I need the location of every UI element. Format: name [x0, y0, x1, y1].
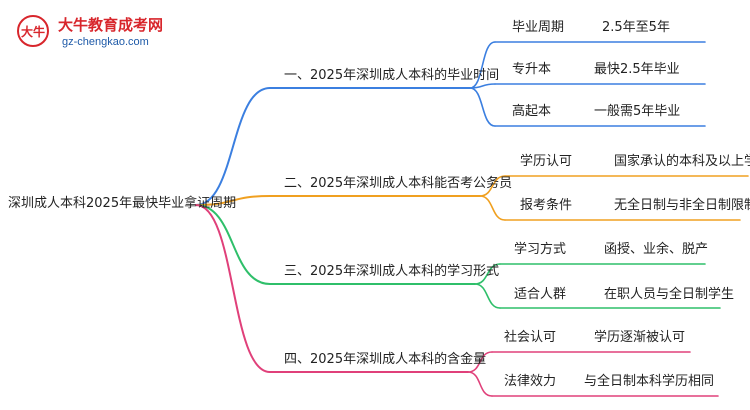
branch-1-connector [195, 87, 271, 206]
branch-1-child-1-connector [469, 41, 496, 89]
branch-4-item-2-value: 与全日制本科学历相同 [584, 374, 715, 389]
branch-3-child-1-connector [474, 263, 501, 285]
branch-2-connector [195, 195, 271, 206]
logo-url: gz-chengkao.com [62, 36, 149, 48]
branch-1-item-1-value: 2.5年至5年 [602, 20, 670, 35]
branch-1-item-3-value: 一般需5年毕业 [594, 104, 681, 119]
branch-4-item-1-key: 社会认可 [504, 330, 557, 345]
branch-1-item-2-key: 专升本 [512, 62, 552, 77]
branch-4-child-2-connector [467, 371, 493, 397]
branch-2-child-2-connector [479, 195, 506, 221]
branch-1-item-2-value: 最快2.5年毕业 [594, 62, 680, 77]
branch-4-connector [195, 204, 271, 373]
branch-2-item-2-key: 报考条件 [520, 198, 573, 213]
branch-1-item-3-key: 高起本 [512, 104, 552, 119]
branch-3-item-1-key: 学习方式 [514, 242, 567, 257]
branch-3-connector [195, 204, 271, 285]
logo-mark-text: 大牛 [21, 24, 45, 39]
root-topic: 深圳成人本科2025年最快毕业拿证周期 [8, 196, 237, 211]
branch-4-child-1-connector [467, 351, 493, 373]
branch-4-label: 四、2025年深圳成人本科的含金量 [284, 352, 487, 367]
branch-3-item-2-value: 在职人员与全日制学生 [604, 287, 735, 302]
branch-4-item-2-key: 法律效力 [504, 374, 557, 389]
branch-3-item-1-value: 函授、业余、脱产 [604, 242, 709, 257]
branch-1-item-1-key: 毕业周期 [512, 20, 565, 35]
branch-1-label: 一、2025年深圳成人本科的毕业时间 [284, 68, 500, 83]
branch-2-label: 二、2025年深圳成人本科能否考公务员 [284, 176, 513, 191]
branch-3-item-2-key: 适合人群 [514, 287, 567, 302]
branch-2-child-1-connector [479, 175, 506, 197]
branch-1-child-3-connector [469, 87, 496, 127]
bull-logo-icon: 大牛 [17, 15, 49, 47]
branch-2-item-2-value: 无全日制与非全日制限制 [614, 198, 750, 213]
branch-4-item-1-value: 学历逐渐被认可 [594, 330, 686, 345]
branch-2-item-1-value: 国家承认的本科及以上学历 [614, 154, 750, 169]
branch-3-child-2-connector [474, 283, 501, 309]
branch-3-label: 三、2025年深圳成人本科的学习形式 [284, 264, 500, 279]
branch-2-item-1-key: 学历认可 [520, 154, 573, 169]
site-logo: 大牛 大牛教育成考网 gz-chengkao.com [6, 10, 176, 54]
logo-title: 大牛教育成考网 [58, 16, 164, 34]
